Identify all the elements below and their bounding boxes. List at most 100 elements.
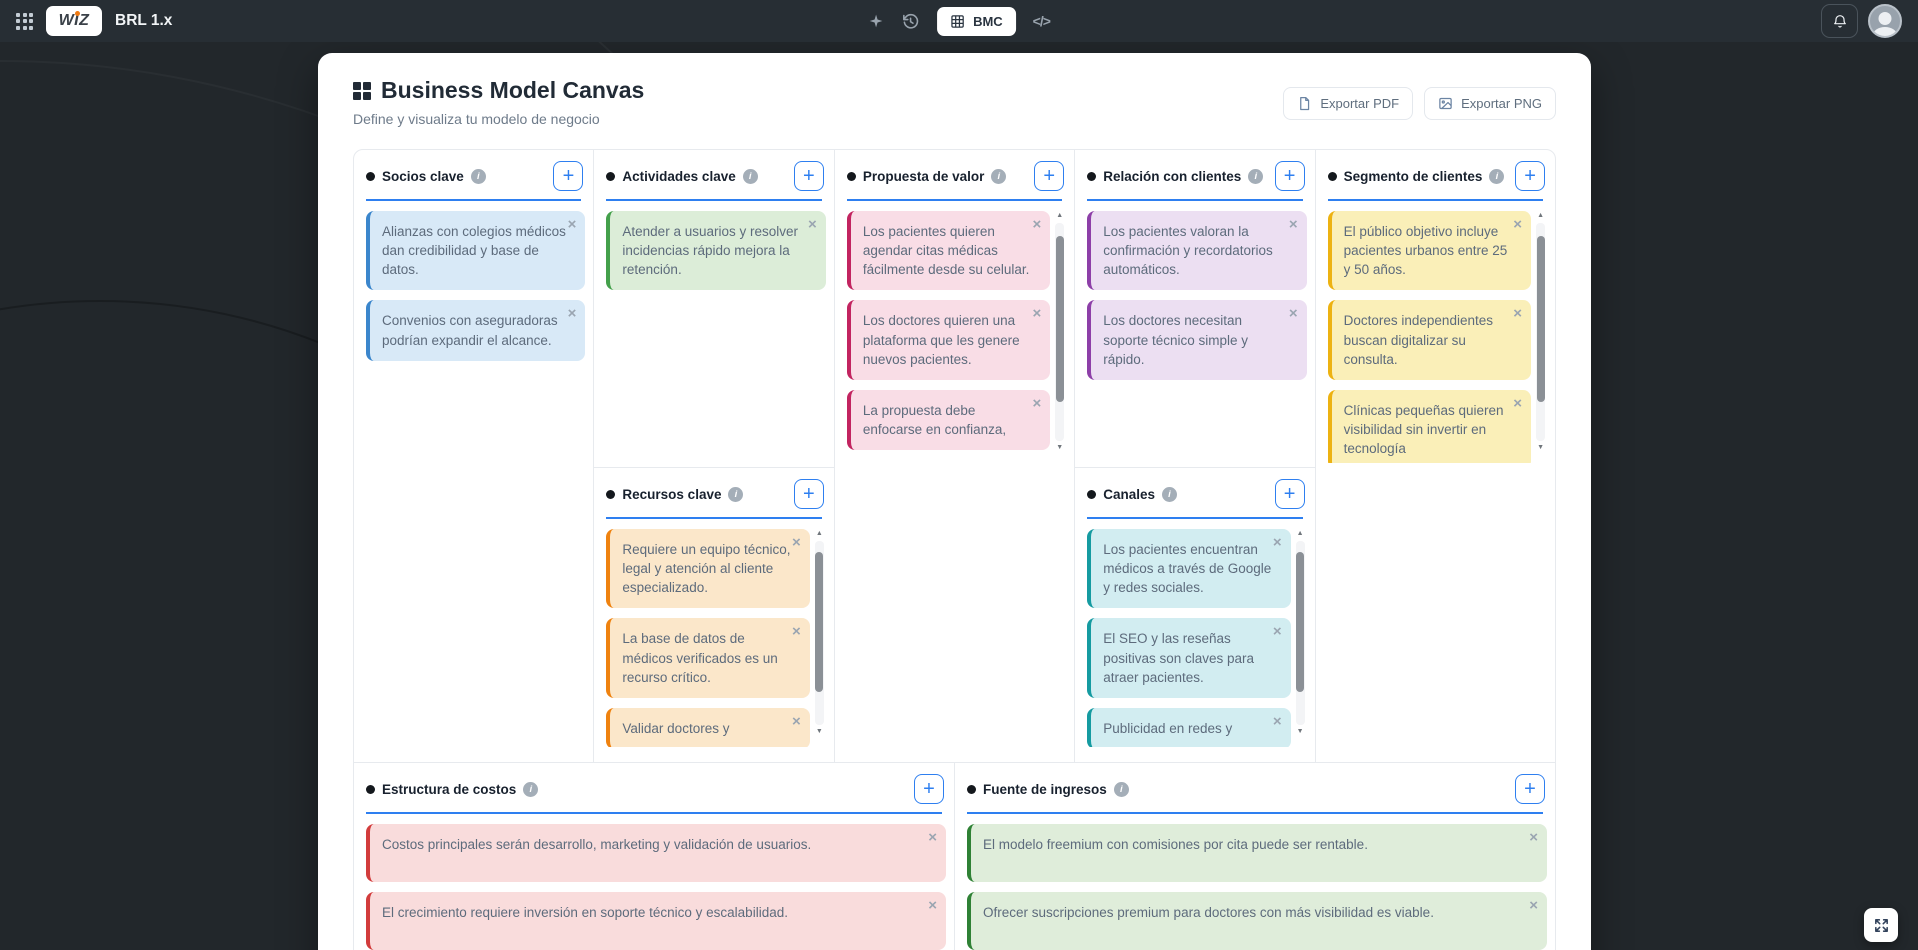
close-icon[interactable]: × [1529, 829, 1538, 846]
info-icon[interactable]: i [728, 486, 744, 502]
sticky-note[interactable]: × Los doctores quieren una plataforma que… [846, 300, 1051, 380]
scroll-up-icon[interactable]: ▲ [1537, 212, 1544, 219]
sticky-note[interactable]: ×La base de datos de médicos verificados… [606, 618, 810, 698]
sticky-note[interactable]: ×Alianzas con colegios médicos dan credi… [366, 211, 586, 291]
close-icon[interactable]: × [567, 305, 577, 323]
info-icon[interactable]: i [1113, 781, 1129, 797]
section-underline [606, 199, 822, 201]
scroll-up-icon[interactable]: ▲ [1296, 530, 1304, 537]
scrollbar[interactable]: ▲ ▼ [1534, 211, 1547, 453]
export-pdf-button[interactable]: Exportar PDF [1283, 87, 1414, 120]
add-note-button[interactable]: + [1515, 774, 1545, 804]
close-icon[interactable]: × [1288, 216, 1298, 233]
sticky-note[interactable]: ×Doctores independientes buscan digitali… [1327, 300, 1532, 380]
close-icon[interactable]: × [1032, 216, 1042, 233]
sticky-note[interactable]: ×El SEO y las reseñas positivas son clav… [1087, 618, 1291, 698]
sticky-note[interactable]: ×El crecimiento requiere inversión en so… [366, 892, 946, 950]
sticky-note[interactable]: ×Los pacientes valoran la confirmación y… [1087, 211, 1307, 291]
close-icon[interactable]: × [1288, 305, 1298, 323]
scroll-up-icon[interactable]: ▲ [815, 530, 823, 537]
close-icon[interactable]: × [1513, 394, 1523, 412]
sticky-note[interactable]: ×Los pacientes quieren agendar citas méd… [846, 211, 1051, 291]
add-note-button[interactable]: + [914, 774, 944, 804]
sticky-note[interactable]: ×Los pacientes encuentran médicos a trav… [1087, 529, 1291, 609]
close-icon[interactable]: × [792, 534, 801, 551]
close-icon[interactable]: × [1513, 305, 1523, 323]
sticky-note[interactable]: ×Clínicas pequeñas quieren visibilidad s… [1327, 389, 1532, 463]
page-subtitle: Define y visualiza tu modelo de negocio [353, 111, 600, 127]
info-icon[interactable]: i [1489, 168, 1505, 184]
bullet-icon [366, 171, 375, 181]
sparkle-icon[interactable] [868, 13, 884, 29]
close-icon[interactable]: × [792, 623, 801, 641]
history-icon[interactable] [901, 12, 920, 31]
arrows-out-icon [1874, 918, 1888, 932]
close-icon[interactable]: × [567, 216, 577, 233]
bullet-icon [366, 784, 375, 794]
close-icon[interactable]: × [1272, 623, 1282, 641]
scrollbar-thumb[interactable] [815, 552, 824, 692]
info-icon[interactable]: i [1248, 168, 1264, 184]
add-note-button[interactable]: + [1274, 479, 1305, 509]
add-note-button[interactable]: + [793, 161, 824, 191]
sticky-note[interactable]: ×Los doctores necesitan soporte técnico … [1087, 300, 1307, 380]
scroll-down-icon[interactable]: ▼ [1296, 728, 1304, 735]
add-note-button[interactable]: + [1274, 161, 1305, 191]
sticky-note[interactable]: ×Convenios con aseguradoras podrían expa… [366, 300, 586, 361]
scrollbar[interactable]: ▲ ▼ [813, 529, 826, 737]
scroll-up-icon[interactable]: ▲ [1056, 212, 1064, 219]
close-icon[interactable]: × [928, 829, 937, 846]
app-launcher-icon[interactable] [16, 12, 33, 30]
scroll-down-icon[interactable]: ▼ [1056, 444, 1064, 451]
wiz-logo[interactable]: WIZ [46, 6, 102, 36]
close-icon[interactable]: × [1272, 534, 1282, 551]
sticky-note[interactable]: × Atender a usuarios y resolver incidenci… [606, 211, 826, 291]
add-note-button[interactable]: + [793, 479, 824, 509]
close-icon[interactable]: × [1032, 394, 1042, 412]
sticky-note[interactable]: ×El modelo freemium con comisiones por c… [967, 824, 1547, 882]
close-icon[interactable]: × [1529, 897, 1538, 914]
scrollbar-thumb[interactable] [1296, 552, 1305, 692]
note-text: Requiere un equipo técnico, legal y aten… [622, 542, 791, 596]
scroll-down-icon[interactable]: ▼ [815, 728, 823, 735]
expand-canvas-button[interactable] [1864, 908, 1898, 942]
note-text: Los pacientes quieren agendar citas médi… [862, 224, 1030, 278]
info-icon[interactable]: i [991, 168, 1007, 184]
close-icon[interactable]: × [928, 897, 937, 914]
note-text: Los doctores quieren una plataforma que … [862, 313, 1020, 367]
user-avatar[interactable] [1868, 4, 1902, 38]
sticky-note[interactable]: ×Validar doctores y [606, 707, 810, 747]
sticky-note[interactable]: × Ofrecer suscripciones premium para doct… [967, 892, 1547, 950]
notes-list: ×Los pacientes quieren agendar citas méd… [846, 211, 1051, 453]
sticky-note[interactable]: ×Costos principales serán desarrollo, ma… [366, 824, 946, 882]
note-text: El público objetivo incluye pacientes ur… [1343, 224, 1508, 278]
add-note-button[interactable]: + [1515, 161, 1546, 191]
note-text: Ofrecer suscripciones premium para docto… [983, 905, 1434, 920]
section-canales: Canales i + ×Los pacientes encuentran mé… [1075, 468, 1314, 762]
note-text: Atender a usuarios y resolver incidencia… [622, 224, 798, 278]
add-note-button[interactable]: + [1034, 161, 1065, 191]
scrollbar[interactable]: ▲ ▼ [1053, 211, 1066, 453]
scrollbar-thumb[interactable] [1536, 236, 1545, 402]
sticky-note[interactable]: ×Requiere un equipo técnico, legal y ate… [606, 529, 810, 609]
close-icon[interactable]: × [1032, 305, 1042, 323]
close-icon[interactable]: × [1272, 712, 1282, 730]
bmc-tab-button[interactable]: BMC [937, 6, 1016, 36]
info-icon[interactable]: i [1162, 486, 1177, 502]
notifications-button[interactable] [1821, 4, 1858, 38]
sticky-note[interactable]: ×Publicidad en redes y [1087, 707, 1291, 747]
add-note-button[interactable]: + [553, 161, 584, 191]
info-icon[interactable]: i [470, 168, 486, 184]
close-icon[interactable]: × [792, 712, 801, 730]
close-icon[interactable]: × [1513, 216, 1523, 233]
export-png-button[interactable]: Exportar PNG [1424, 87, 1556, 120]
scrollbar[interactable]: ▲ ▼ [1294, 529, 1307, 737]
close-icon[interactable]: × [808, 216, 817, 233]
code-icon[interactable]: </> [1032, 13, 1051, 29]
scrollbar-thumb[interactable] [1055, 236, 1064, 402]
sticky-note[interactable]: ×La propuesta debe enfocarse en confianz… [846, 389, 1051, 451]
sticky-note[interactable]: × El público objetivo incluye pacientes u… [1327, 211, 1532, 291]
scroll-down-icon[interactable]: ▼ [1537, 444, 1544, 451]
info-icon[interactable]: i [523, 781, 539, 797]
info-icon[interactable]: i [742, 168, 758, 184]
